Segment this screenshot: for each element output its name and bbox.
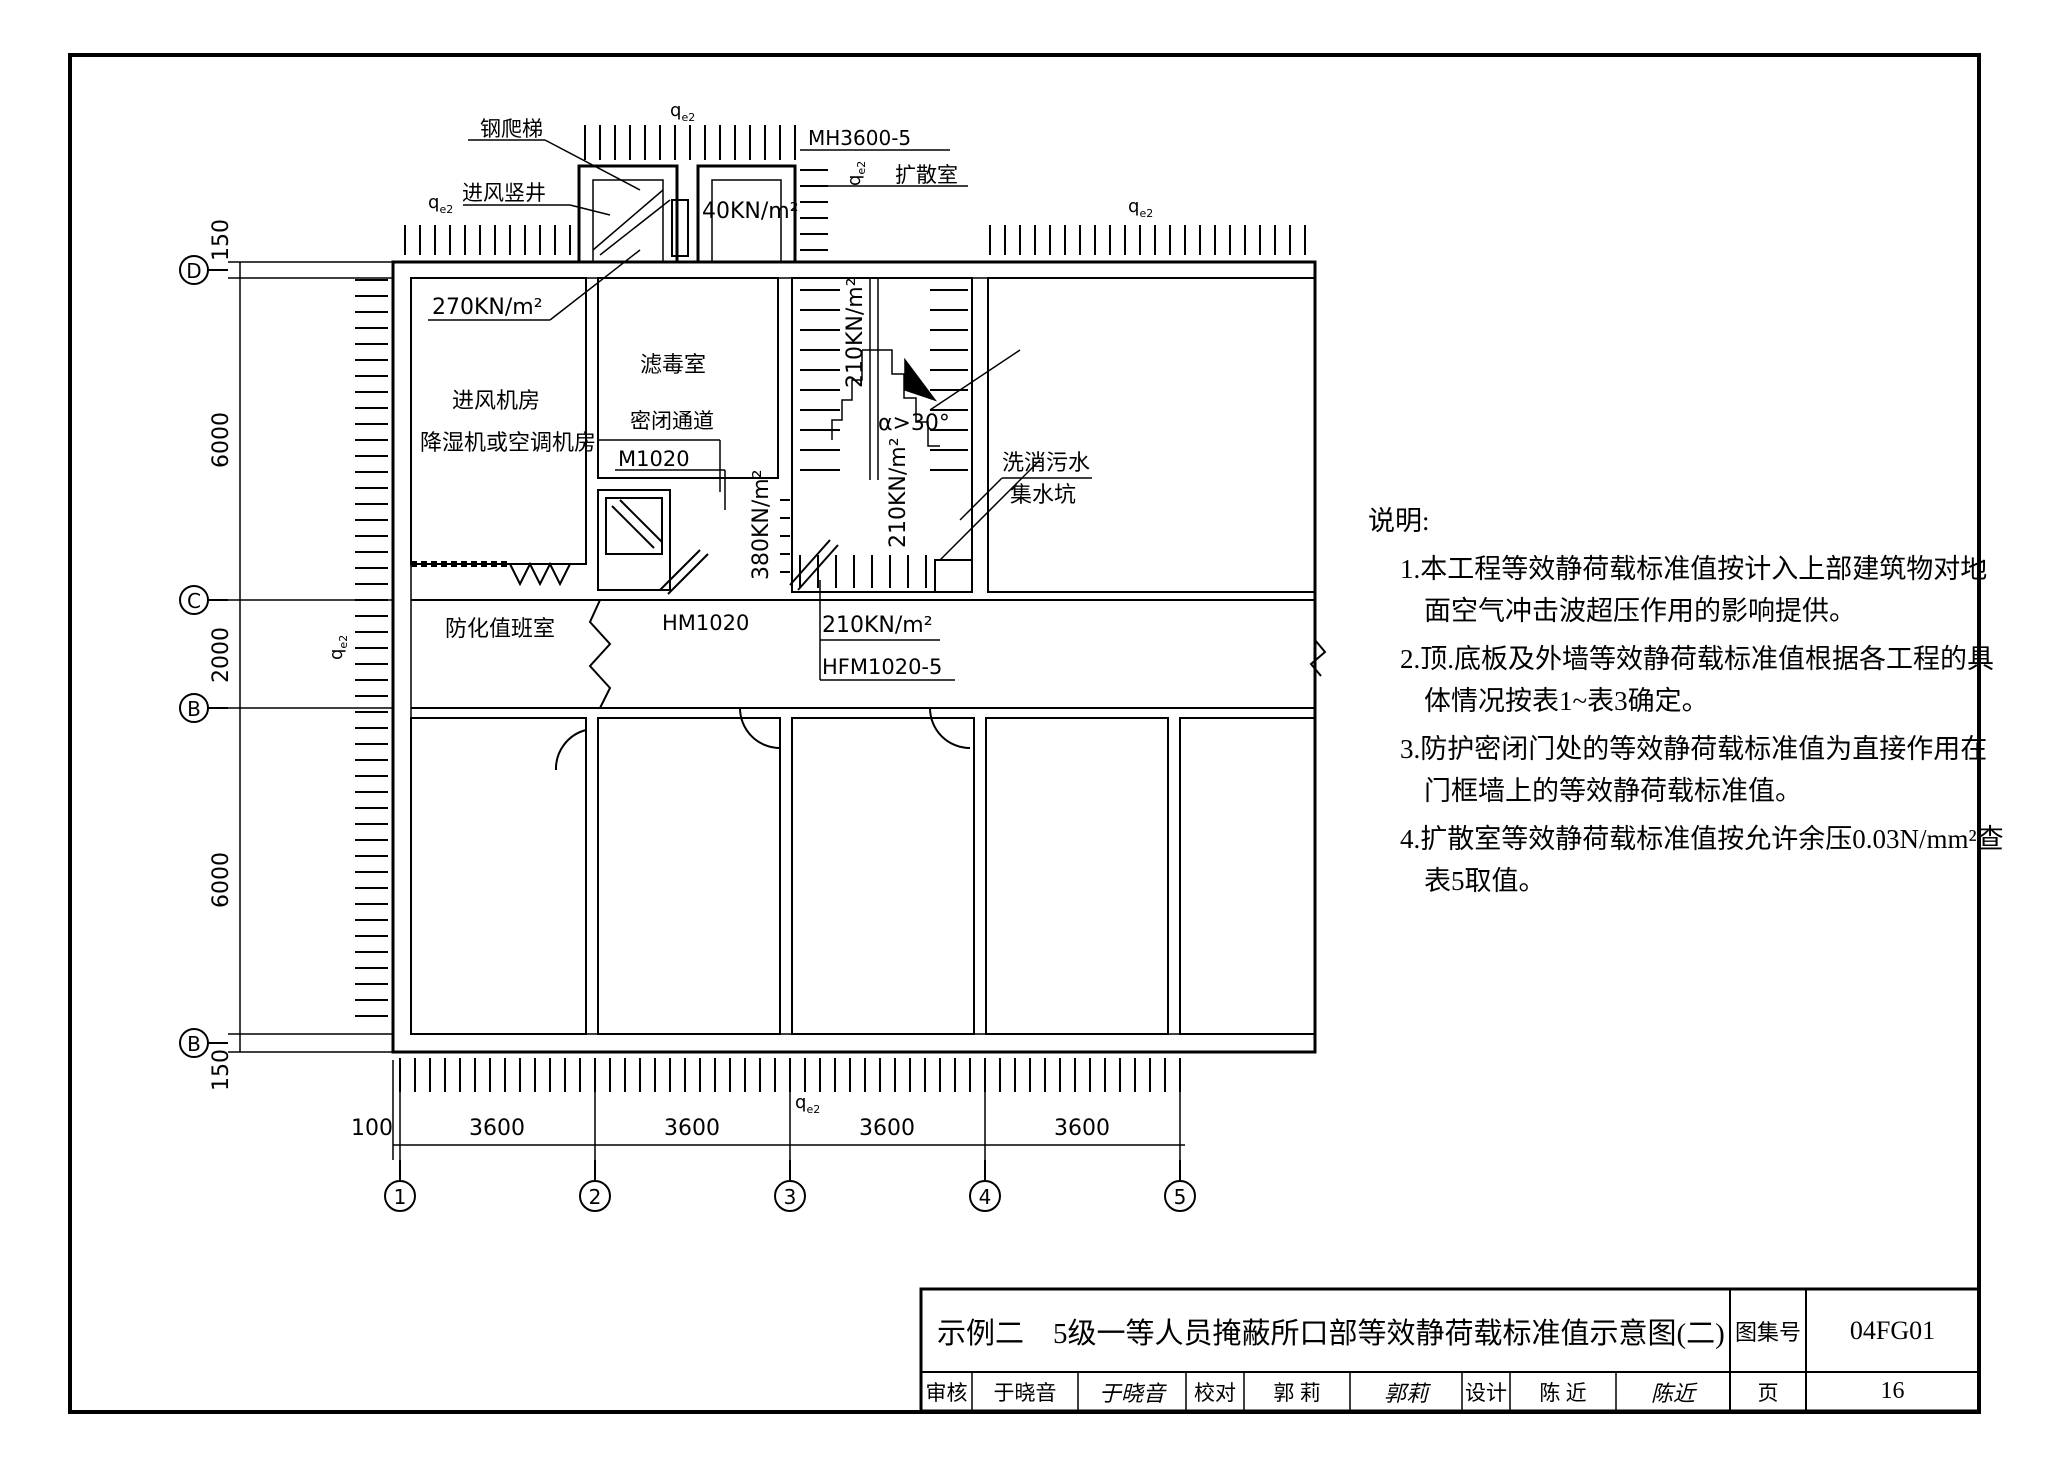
load-210-bottom-label: 210KN/m² [822,613,933,638]
qe2-label-bottom: qe2 [795,1092,820,1116]
axis-bubble-3 [774,1180,806,1212]
load-210-top-label: 210KN/m² [843,277,868,388]
note-item-4: 4.扩散室等效静荷载标准值按允许余压0.03N/mm²查表5取值。 [1400,824,2004,896]
lower-room-3 [791,717,975,1035]
stair-room [791,277,973,593]
air-intake-room [410,277,587,565]
design-label: 设计 [1465,1380,1507,1405]
axis-bubbles [179,255,1196,1212]
design-name: 陈 近 [1539,1380,1587,1405]
axis-bubble-d [179,255,209,285]
axis-label-5: 5 [1174,1185,1187,1209]
dim-v-6000-bottom: 6000 [209,852,234,908]
check-name: 郭 莉 [1273,1380,1321,1405]
axis-label-b: B [187,697,201,721]
lower-room-1 [410,717,587,1035]
axis-bubble-1 [384,1180,416,1212]
hfm1020-label: HFM1020-5 [822,655,942,679]
qe2-label-top-left: qe2 [428,192,453,216]
lower-room-5 [1179,717,1316,1035]
floor-plan [391,164,1327,1054]
dim-v-150-top: 150 [209,219,234,261]
load-270-label: 270KN/m² [432,295,543,320]
note-item-3: 3.防护密闭门处的等效静荷载标准值为直接作用在门框墙上的等效静荷载标准值。 [1400,734,1988,806]
note-item-2: 2.顶.底板及外墙等效静荷载标准值根据各工程的具体情况按表1~表3确定。 [1400,644,1994,716]
page-label: 页 [1757,1380,1779,1405]
load-380-label: 380KN/m² [749,469,774,580]
qe2-label-top-shaft: qe2 [670,100,695,124]
leader-lines [428,139,1092,681]
dim-v-2000: 2000 [209,627,234,683]
airtight-passage-label: 密闭通道 [630,409,714,433]
axis-label-3: 3 [784,1185,797,1209]
title-block-grid [919,1287,1981,1413]
axis-bubble-b [179,693,209,723]
drawing-title: 示例二 5级一等人员掩蔽所口部等效静荷载标准值示意图(二) [937,1317,1725,1350]
hm1020-label: HM1020 [662,611,749,635]
dim-v-6000-top: 6000 [209,412,234,468]
load-210-mid-label: 210KN/m² [886,437,911,548]
axis-bubble-4 [969,1180,1001,1212]
dehumid-room-label: 降湿机或空调机房 [420,430,596,455]
design-signature: 陈近 [1650,1381,1695,1407]
check-label: 校对 [1194,1380,1236,1405]
load-40-label: 40KN/m² [702,199,799,224]
lower-room-2 [597,717,781,1035]
page-number: 16 [1880,1378,1905,1404]
air-shaft-label: 进风竖井 [462,181,546,205]
m1020-label: M1020 [618,447,690,471]
axis-bubble-5 [1164,1180,1196,1212]
title-block: 示例二 5级一等人员掩蔽所口部等效静荷载标准值示意图(二) 图集号 04FG01… [921,1289,1979,1411]
qe2-label-left: qe2 [326,635,350,660]
qe2-label-top-right: qe2 [1128,196,1153,220]
axis-label-2: 2 [589,1185,602,1209]
axis-label-d: D [186,259,201,283]
axis-bubble-c [179,585,209,615]
filter-room-label: 滤毒室 [640,352,706,377]
axis-label-b2: B [187,1032,201,1056]
notes-section: 说明: 1.本工程等效静荷载标准值按计入上部建筑物对地面空气冲击波超压作用的影响… [1368,500,2008,908]
axis-bubble-2 [579,1180,611,1212]
axis-label-c: C [187,589,201,613]
dim-h-3600-3: 3600 [859,1116,915,1141]
dim-h-3600-4: 3600 [1054,1116,1110,1141]
decon-sump-label-1: 洗消污水 [1002,450,1090,475]
filter-room [597,277,779,479]
review-name: 于晓音 [993,1380,1057,1405]
dim-h-3600-1: 3600 [469,1116,525,1141]
notes-title: 说明: [1368,506,1430,536]
check-signature: 郭莉 [1383,1381,1428,1407]
right-room [987,277,1316,593]
decon-sump-label-2: 集水坑 [1010,482,1076,507]
load-arrows [355,125,1306,1092]
ladder-label: 钢爬梯 [480,117,543,141]
axis-bubble-b2 [179,1028,209,1058]
air-intake-room-label: 进风机房 [452,388,540,413]
qe2-label-expansion: qe2 [844,161,868,186]
lower-room-4 [985,717,1169,1035]
atlas-number: 04FG01 [1849,1315,1936,1345]
dim-h-100: 100 [351,1116,393,1141]
guard-room-label: 防化值班室 [445,616,555,641]
dimension-lines [228,261,1185,1160]
dim-v-150-bottom: 150 [209,1049,234,1091]
dim-h-3600-2: 3600 [664,1116,720,1141]
review-signature: 于晓音 [1098,1381,1165,1407]
mh-door-label: MH3600-5 [808,126,911,150]
axis-label-1: 1 [394,1185,407,1209]
angle-label: α>30° [878,411,950,436]
axis-label-4: 4 [979,1185,992,1209]
review-label: 审核 [925,1380,968,1405]
note-item-1: 1.本工程等效静荷载标准值按计入上部建筑物对地面空气冲击波超压作用的影响提供。 [1400,554,1988,626]
atlas-label: 图集号 [1734,1319,1801,1345]
expansion-room-label: 扩散室 [895,163,958,187]
